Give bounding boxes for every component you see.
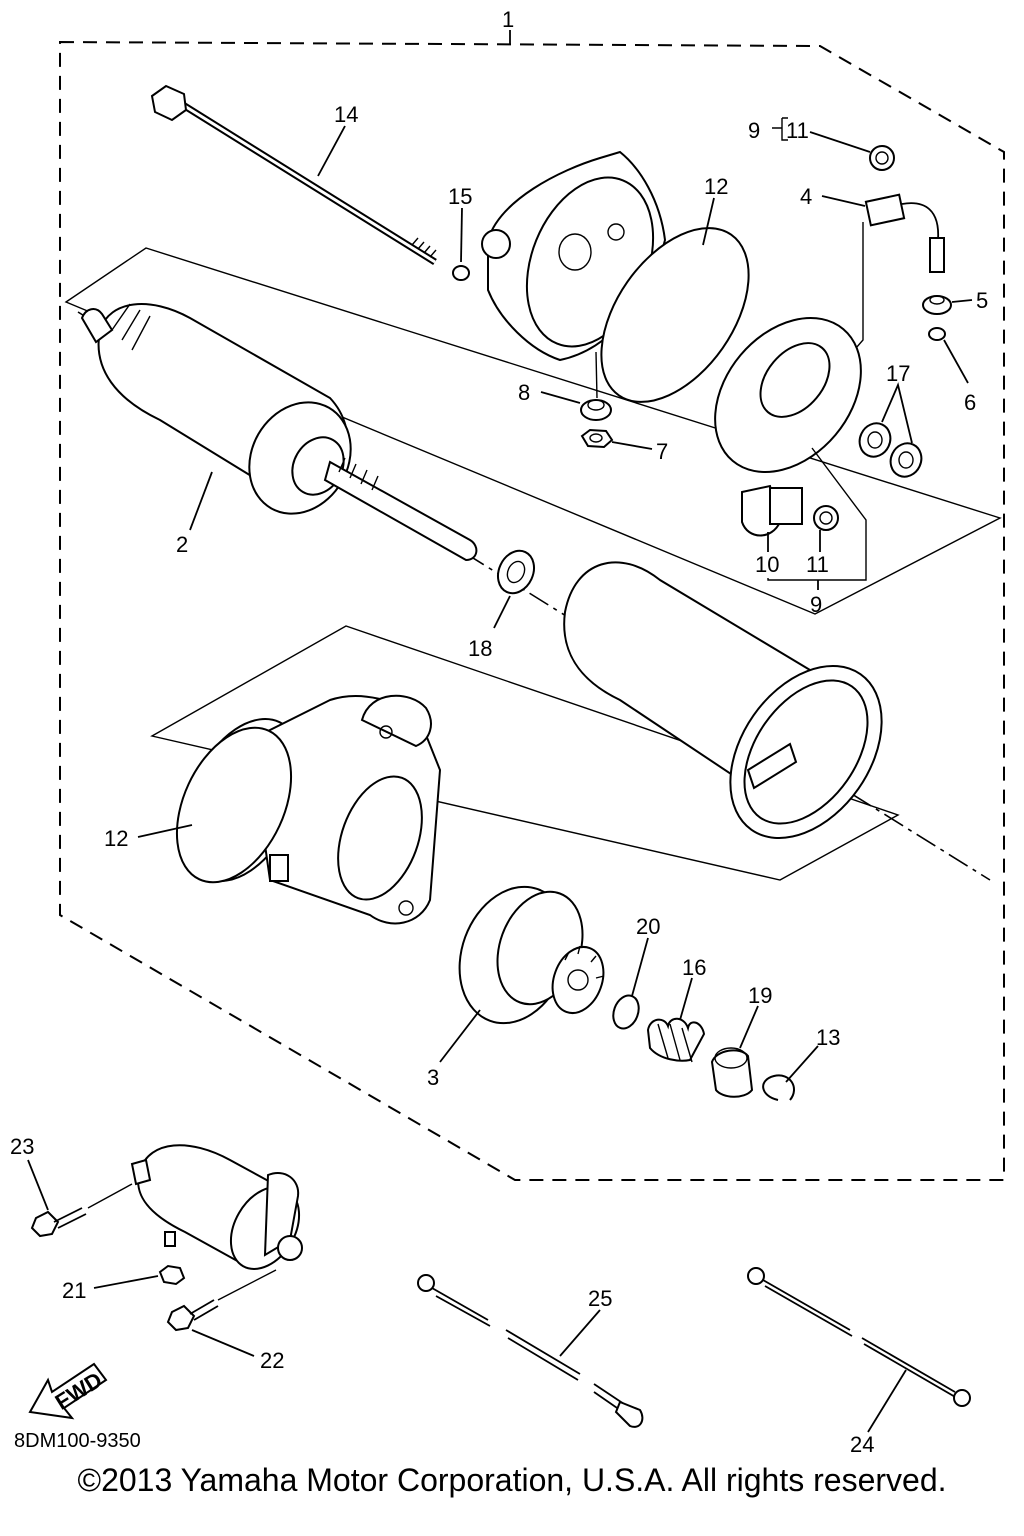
- through-bolt: [150, 84, 437, 265]
- leader-18: [493, 595, 511, 629]
- starter-motor-assembly: [130, 1144, 303, 1270]
- brush-holder-10: [741, 484, 803, 537]
- collar-19: [710, 1047, 754, 1098]
- callout-12-bottom: 12: [104, 826, 128, 851]
- starter-cable-25: [417, 1274, 644, 1428]
- washer-6: [928, 327, 946, 341]
- callout-11-top: 11: [786, 118, 809, 143]
- o-ring-15: [452, 265, 470, 281]
- callout-12-top: 12: [704, 174, 728, 199]
- callout-1: 1: [502, 7, 514, 32]
- callout-21: 21: [62, 1278, 86, 1303]
- washer-18: [497, 549, 535, 595]
- nut-7: [580, 428, 614, 449]
- o-ring-12-bottom: [175, 726, 293, 884]
- callout-23: 23: [10, 1134, 34, 1159]
- callout-7: 7: [656, 439, 668, 464]
- leader-4: [821, 195, 866, 207]
- callout-8: 8: [518, 380, 530, 405]
- leader-13: [785, 1045, 819, 1083]
- brush-lead-4: [864, 193, 945, 273]
- leader-7: [611, 441, 653, 450]
- callout-19: 19: [748, 983, 772, 1008]
- grommet-5: [922, 295, 952, 315]
- brush-spring-top: [869, 145, 895, 171]
- callout-9-bottom: 9: [810, 592, 822, 617]
- ring-20: [612, 994, 640, 1030]
- callout-3: 3: [427, 1065, 439, 1090]
- callout-14: 14: [334, 102, 358, 127]
- callout-25: 25: [588, 1286, 612, 1311]
- washers-17: [858, 422, 923, 478]
- copyright-notice: ©2013 Yamaha Motor Corporation, U.S.A. A…: [77, 1462, 947, 1498]
- leader-21: [93, 1275, 159, 1289]
- part-code: 8DM100-9350: [14, 1430, 141, 1452]
- forward-direction-arrow: FWD: [28, 1362, 108, 1420]
- leader-20: [631, 937, 649, 997]
- callout-2: 2: [176, 532, 188, 557]
- leader-23-motor: [87, 1183, 133, 1209]
- leader-6: [943, 339, 969, 384]
- brush-spring-bottom: [813, 505, 839, 531]
- callout-16: 16: [682, 955, 706, 980]
- lower-assembly-plane: [150, 625, 900, 881]
- brush-plate: [714, 317, 862, 473]
- leader-4-plate: [855, 222, 864, 349]
- leader-2: [189, 471, 213, 531]
- callout-4: 4: [800, 184, 812, 209]
- leader-23: [27, 1159, 49, 1211]
- o-ring-12-top: [600, 227, 750, 403]
- leader-16: [679, 977, 693, 1021]
- yoke-housing: [563, 561, 883, 840]
- upper-assembly-plane: [64, 247, 1002, 615]
- nut-8: [580, 399, 612, 421]
- bracket-9-11: [772, 117, 788, 141]
- leader-8-stud: [595, 351, 598, 399]
- nut-21: [158, 1264, 186, 1286]
- callout-20: 20: [636, 914, 660, 939]
- armature-2: [80, 303, 478, 562]
- leader-12-bottom: [137, 824, 193, 838]
- leader-17: [881, 382, 913, 444]
- ground-lead-24: [747, 1267, 971, 1407]
- bolt-23: [30, 1207, 87, 1238]
- leader-14: [317, 125, 346, 177]
- leader-9-bottom: [767, 447, 867, 581]
- assembly-boundary: [59, 40, 1005, 1181]
- leader-25: [559, 1309, 601, 1357]
- leader-12-top: [702, 197, 715, 246]
- leader-19: [739, 1005, 759, 1049]
- leader-11-top: [809, 131, 871, 153]
- leader-8: [540, 391, 581, 404]
- callout-22: 22: [260, 1348, 284, 1373]
- callout-17: 17: [886, 361, 910, 386]
- callout-24: 24: [850, 1432, 874, 1457]
- starter-clutch-3: [458, 885, 605, 1025]
- leader-5: [951, 299, 973, 303]
- bolt-22: [166, 1299, 219, 1332]
- callout-13: 13: [816, 1025, 840, 1050]
- leader-22: [191, 1329, 255, 1357]
- leader-22-motor: [217, 1269, 277, 1301]
- callout-5: 5: [976, 288, 988, 313]
- callout-6: 6: [964, 390, 976, 415]
- spring-16: [646, 1017, 706, 1063]
- leader-3: [439, 1009, 481, 1063]
- callout-9-top: 9: [748, 118, 760, 143]
- callout-18: 18: [468, 636, 492, 661]
- callout-10: 10: [755, 552, 779, 577]
- leader-15: [460, 207, 463, 263]
- leader-24: [867, 1369, 907, 1433]
- callout-11-bottom: 11: [806, 552, 829, 577]
- callout-15: 15: [448, 184, 472, 209]
